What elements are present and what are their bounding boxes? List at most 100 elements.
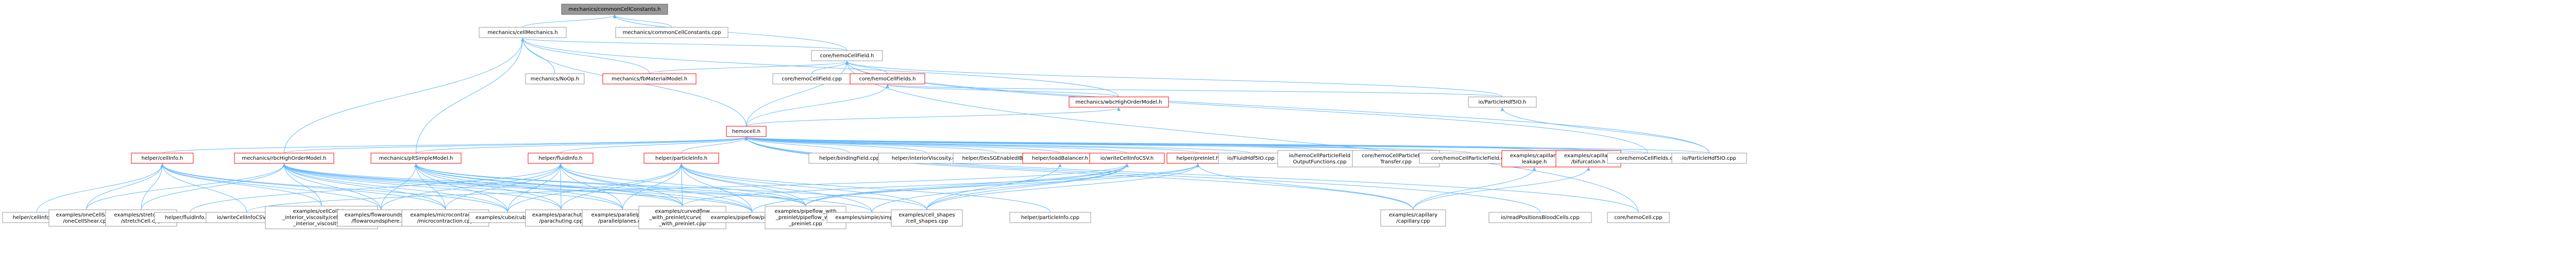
node-label: OutputFunctions.cpp — [1293, 159, 1347, 165]
edge-parallelPlanes-to-pltSimpleModel — [414, 163, 623, 210]
edge-stretchCell-to-cellInfo — [141, 163, 164, 210]
node-pltSimpleModel[interactable]: mechanics/pltSimpleModel.h — [370, 153, 462, 164]
node-label: examples/capillary — [1510, 153, 1558, 159]
node-box — [726, 126, 767, 137]
edge-hemoCellCpp-to-hemoCellField — [845, 61, 1639, 213]
edge-pipeflow-to-writeCellInfoCSV — [752, 163, 1129, 213]
edge-parachuting-to-pltSimpleModel — [414, 163, 562, 210]
node-box — [1009, 212, 1091, 223]
edge-hemoCellParticleFieldCpp-to-hemocell — [744, 137, 1471, 154]
node-box — [850, 73, 925, 85]
node-box — [811, 50, 883, 61]
node-fbMaterialModel[interactable]: mechanics/fbMaterialModel.h — [602, 73, 697, 85]
node-label: helper/tlesSGEnabledIBC.h — [962, 156, 1031, 161]
edge-capillaryCpp-to-capillaryLeakage — [1413, 167, 1536, 210]
node-fluidHdf5IO[interactable]: io/FluidHdf5IO.cpp — [1218, 153, 1284, 164]
node-hemoCellFieldCpp[interactable]: core/hemoCellField.cpp — [772, 73, 851, 85]
graph-edges — [36, 14, 1709, 213]
node-curvedFlow[interactable]: examples/curvedflow_with_preinlet/curved… — [638, 206, 726, 229]
node-hemoCellCpp[interactable]: core/hemoCell.cpp — [1607, 212, 1670, 223]
node-label: core/hemoCellFields.h — [859, 76, 916, 82]
node-readPositions[interactable]: io/readPositionsBloodCells.cpp — [1488, 212, 1592, 223]
edge-oneCellShear-to-rbcHighOrderModel — [86, 163, 286, 210]
node-box — [131, 153, 194, 164]
edge-curvedFlow-to-particleInfo — [680, 163, 684, 207]
edge-particleInfo-to-hemocell — [681, 137, 748, 154]
node-label: io/ParticleHdf5IO.h — [1479, 99, 1527, 105]
edge-pipeflowPreinlet-to-writeCellInfoCSV — [805, 163, 1129, 207]
node-commonCellConstantsCpp[interactable]: mechanics/commonCellConstants.cpp — [615, 27, 728, 38]
node-hemoCellParticleField[interactable]: io/hemoCellParticleFieldOutputFunctions.… — [1277, 150, 1362, 167]
edge-simpleSimple-to-rbcHighOrderModel — [282, 163, 872, 213]
node-label: mechanics/cellMechanics.h — [487, 30, 557, 36]
node-wbcHighOrderModel[interactable]: mechanics/wbcHighOrderModel.h — [1069, 96, 1169, 108]
edge-flowAroundSphere-to-cellInfo — [160, 163, 381, 210]
node-hemoCellFields[interactable]: core/hemoCellFields.h — [850, 73, 925, 85]
edge-cellCollision-to-cellInfo — [160, 163, 322, 207]
node-label: helper/loadBalancer.h — [1032, 156, 1088, 161]
node-box — [525, 73, 585, 85]
node-box — [479, 27, 567, 38]
node-label: core/hemoCellFields.cpp — [1617, 156, 1680, 161]
node-fluidInfo[interactable]: helper/fluidInfo.h — [528, 153, 594, 164]
edge-cubeCube-to-fluidInfo — [507, 163, 563, 213]
node-label: core/hemoCellField.cpp — [782, 76, 842, 82]
edge-hemoCellField-to-root — [613, 14, 848, 51]
edge-wbcHighOrderModel-to-cellMechanics — [521, 38, 1119, 97]
node-particleInfoCpp[interactable]: helper/particleInfo.cpp — [1009, 212, 1091, 223]
node-label: _with_preinlet/curvedflow — [649, 215, 716, 221]
edge-rbcHighOrderModel-to-cellMechanics — [284, 38, 524, 154]
node-rbcHighOrderModel[interactable]: mechanics/rbcHighOrderModel.h — [234, 153, 334, 164]
node-label: helper/fluidInfo.h — [538, 156, 582, 161]
node-cellMechanics[interactable]: mechanics/cellMechanics.h — [479, 27, 567, 38]
node-label: io/FluidHdf5IO.cpp — [1227, 156, 1275, 161]
edge-hemoCellFieldCpp-to-hemoCellField — [811, 61, 849, 74]
node-cellShapes[interactable]: examples/cell_shapes/cell_shapes.cpp — [891, 209, 963, 227]
node-writeCellInfoCSV[interactable]: io/writeCellInfoCSV.h — [1089, 153, 1165, 164]
node-preInlet[interactable]: helper/preInlet.h — [1166, 153, 1229, 164]
edge-rbcHighOrderModel-to-hemocell — [284, 137, 748, 154]
node-particleHdf5IOCpp[interactable]: io/ParticleHdf5IO.cpp — [1671, 153, 1747, 164]
edge-capillaryBifurcation-to-hemocell — [744, 137, 1589, 151]
node-label: examples/stretchCell — [114, 212, 168, 218]
node-bindingField[interactable]: helper/bindingField.cpp — [808, 153, 890, 164]
node-noOp[interactable]: mechanics/NoOp.h — [525, 73, 585, 85]
edge-particleHdf5IOCpp-to-particleHdf5IO — [1500, 107, 1709, 154]
node-box — [1468, 96, 1537, 108]
node-hemocell[interactable]: hemocell.h — [726, 126, 767, 137]
node-box — [615, 27, 728, 38]
node-particleHdf5IO[interactable]: io/ParticleHdf5IO.h — [1468, 96, 1537, 108]
edge-pipeflowPreinlet-to-pltSimpleModel — [414, 163, 806, 207]
node-cellInfo[interactable]: helper/cellInfo.h — [131, 153, 194, 164]
node-label: io/writeCellInfoCSV.cpp — [217, 215, 276, 221]
node-label: examples/flowaroundsphere — [345, 212, 417, 218]
edge-pltSimpleModel-to-hemocell — [416, 137, 748, 154]
edge-pipeflow-to-particleInfo — [680, 163, 752, 213]
node-label: examples/pipeflow_with — [774, 209, 836, 214]
edge-particleHdf5IOCpp-to-hemoCellField — [845, 61, 1709, 154]
node-box — [370, 153, 462, 164]
node-root[interactable]: mechanics/commonCellConstants.h — [561, 4, 668, 15]
node-label: mechanics/fbMaterialModel.h — [612, 76, 687, 82]
node-label: mechanics/commonCellConstants.h — [569, 7, 661, 12]
node-hemoCellField[interactable]: core/hemoCellField.h — [811, 50, 883, 61]
node-label: /microcontraction.cpp — [417, 219, 474, 224]
edge-simpleSimple-to-writeCellInfoCSV — [872, 163, 1129, 213]
node-capillaryCpp[interactable]: examples/capillary/capillary.cpp — [1380, 209, 1446, 227]
edge-flowAroundSphere-to-rbcHighOrderModel — [282, 163, 381, 210]
node-label: helper/cellInfo.cpp — [13, 215, 61, 221]
node-label: core/hemoCellParticleField.cpp — [1431, 156, 1510, 161]
node-particleInfo[interactable]: helper/particleInfo.h — [643, 153, 719, 164]
edge-simpleSimple-to-particleInfo — [680, 163, 872, 213]
node-hemoCellFieldsCpp[interactable]: core/hemoCellFields.cpp — [1607, 153, 1689, 164]
node-label: examples/simple/simple.cpp — [835, 215, 908, 221]
node-label: _preinlet.cpp — [788, 221, 822, 227]
node-label: examples/cell_shapes — [899, 212, 955, 218]
edge-fbMaterialModel-to-cellMechanics — [521, 38, 650, 74]
node-label: /parachuting.cpp — [539, 219, 583, 224]
node-box — [1089, 153, 1165, 164]
edge-pipeflow-to-pltSimpleModel — [414, 163, 752, 213]
edge-hemoCellCpp-to-hemocell — [744, 137, 1639, 213]
node-loadBalancer[interactable]: helper/loadBalancer.h — [1022, 153, 1098, 164]
